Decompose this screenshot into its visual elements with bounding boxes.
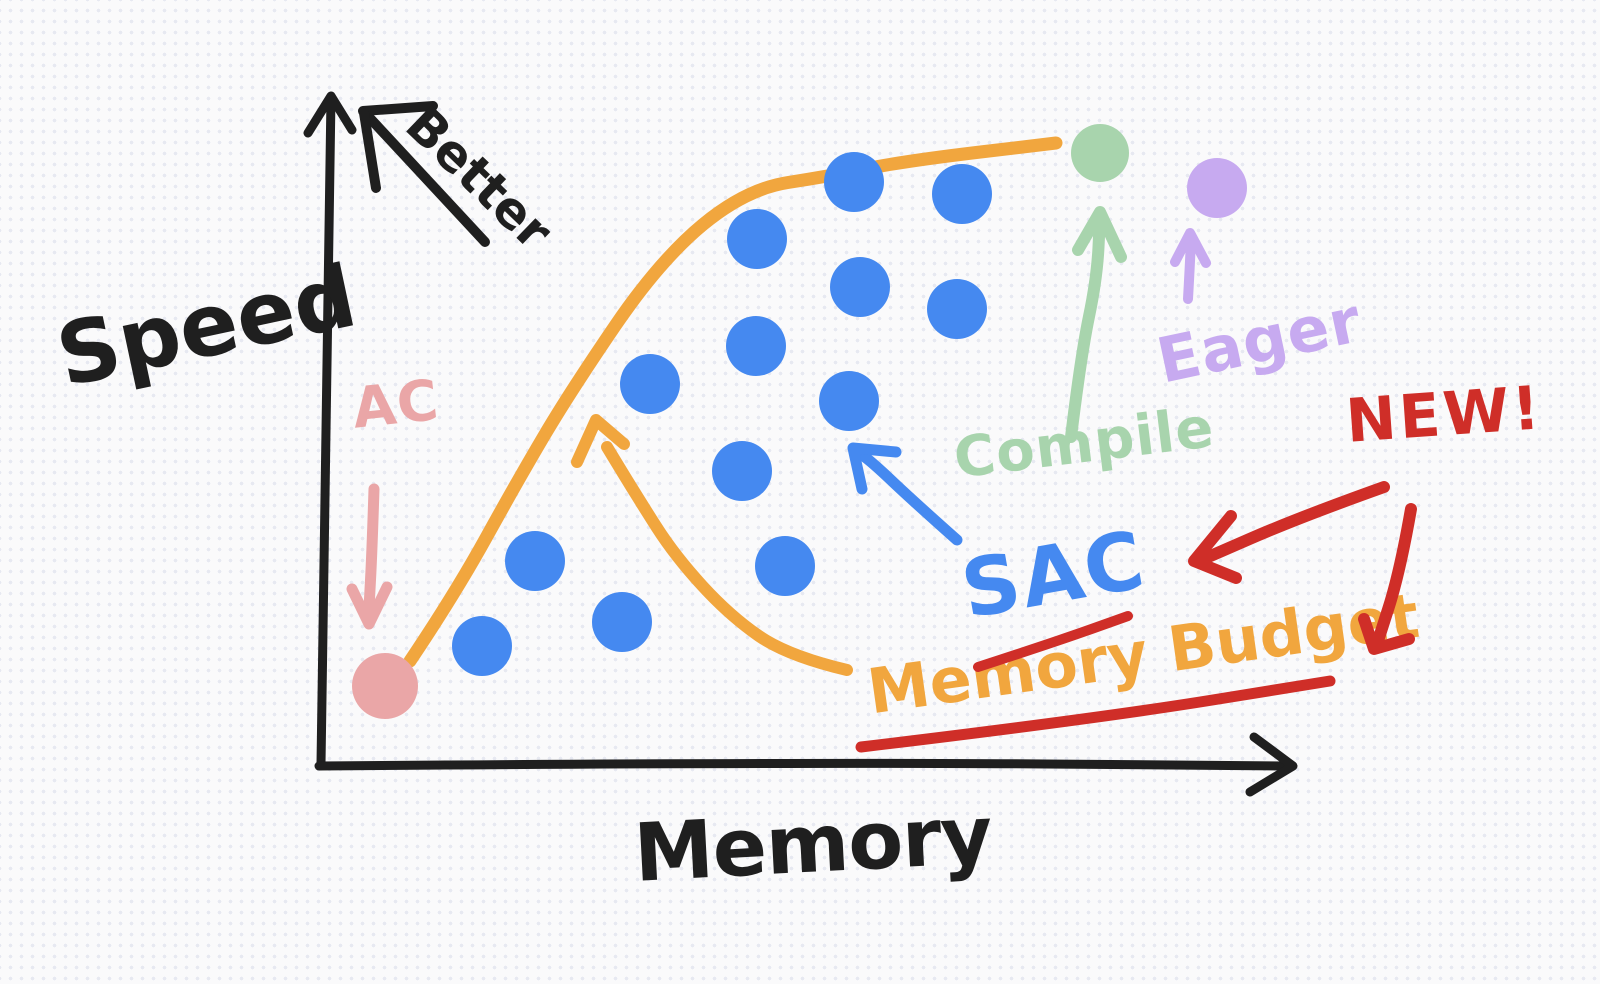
stroke-new-arrow-down-head bbox=[1358, 613, 1415, 655]
data-point-sac bbox=[452, 616, 512, 676]
stroke-y-axis-arrowhead bbox=[303, 91, 357, 138]
data-point-sac bbox=[712, 441, 772, 501]
stroke-sac-arrowhead bbox=[847, 442, 902, 495]
stroke-sac-arrow bbox=[849, 444, 963, 546]
stroke-eager-arrow bbox=[1183, 232, 1196, 304]
stroke-new-arrow-left bbox=[1193, 481, 1390, 567]
data-point-compile bbox=[1071, 124, 1129, 182]
data-point-sac bbox=[819, 371, 879, 431]
stroke-compile-arrow bbox=[1065, 210, 1106, 443]
data-point-sac bbox=[727, 209, 787, 269]
stroke-new-arrow-down bbox=[1371, 503, 1417, 650]
stroke-new-arrow-left-head bbox=[1188, 510, 1242, 584]
stroke-memory-budget-arrow bbox=[601, 441, 853, 676]
stroke-better-arrow-barb-down bbox=[359, 108, 381, 193]
data-point-sac bbox=[755, 536, 815, 596]
data-point-sac bbox=[824, 152, 884, 212]
data-point-sac bbox=[927, 279, 987, 339]
data-point-sac bbox=[592, 592, 652, 652]
stroke-compile-arrowhead bbox=[1072, 206, 1127, 263]
stroke-better-arrow-shaft bbox=[362, 110, 490, 247]
data-point-sac bbox=[505, 531, 565, 591]
stroke-ac-arrow bbox=[363, 483, 380, 614]
data-point-ac bbox=[352, 653, 418, 719]
data-point-eager bbox=[1187, 158, 1247, 218]
stroke-y-axis bbox=[316, 92, 336, 769]
stroke-memory-budget-arrowhead bbox=[571, 414, 630, 468]
stroke-sac-underline bbox=[973, 611, 1133, 672]
stroke-x-axis-arrowhead bbox=[1245, 732, 1298, 797]
data-point-sac bbox=[620, 354, 680, 414]
stroke-better-arrow-barb-right bbox=[358, 101, 438, 116]
stroke-x-axis bbox=[314, 758, 1296, 771]
data-point-sac bbox=[830, 257, 890, 317]
stroke-eager-arrowhead bbox=[1170, 228, 1211, 268]
stroke-ac-arrowhead bbox=[346, 581, 393, 630]
stroke-memory-budget-underline bbox=[855, 675, 1336, 753]
data-point-sac bbox=[932, 164, 992, 224]
data-point-sac bbox=[726, 316, 786, 376]
